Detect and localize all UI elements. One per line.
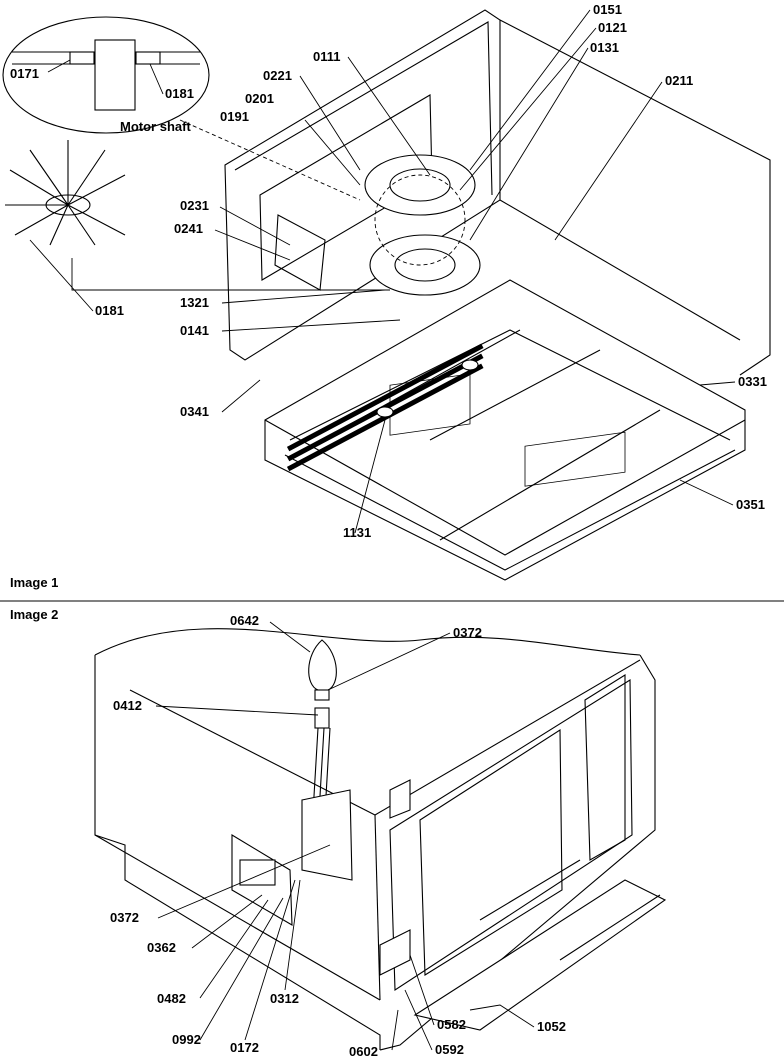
part-label: 0181 <box>165 86 194 101</box>
motor-shaft-label: Motor shaft <box>120 119 191 134</box>
part-label: 1131 <box>343 525 371 540</box>
part-label: 0241 <box>174 221 203 236</box>
part-label: 0181 <box>95 303 124 318</box>
part-label: 0211 <box>665 73 693 88</box>
light-bulb <box>308 639 337 701</box>
part-label: 0582 <box>437 1017 466 1032</box>
part-label: 0362 <box>147 940 176 955</box>
image2-title: Image 2 <box>10 607 58 622</box>
image2-labels: 0642 0372 0412 0372 0362 0482 0312 0992 … <box>10 607 566 1059</box>
part-label: 0171 <box>10 66 39 81</box>
part-label: 0412 <box>113 698 142 713</box>
image1-drawing <box>2 9 771 581</box>
part-label: 0172 <box>230 1040 259 1055</box>
cabinet-top-break <box>94 628 641 656</box>
part-label: 0141 <box>180 323 209 338</box>
part-label: 0341 <box>180 404 209 419</box>
part-label: 0482 <box>157 991 186 1006</box>
part-label: 0111 <box>313 49 341 64</box>
part-label: 1321 <box>180 295 209 310</box>
part-label: 0351 <box>736 497 765 512</box>
part-label: 0201 <box>245 91 274 106</box>
part-label: 0592 <box>435 1042 464 1057</box>
part-label: 0151 <box>593 2 622 17</box>
base-board <box>413 879 667 1031</box>
motor-shaft-inset <box>2 16 210 134</box>
part-label: 0221 <box>263 68 292 83</box>
part-label: 0312 <box>270 991 299 1006</box>
part-label: 0331 <box>738 374 767 389</box>
part-label: 0642 <box>230 613 259 628</box>
image2-drawing <box>94 628 667 1051</box>
part-label: 0372 <box>110 910 139 925</box>
part-label: 0602 <box>349 1044 378 1059</box>
part-label: 0992 <box>172 1032 201 1047</box>
part-label: 0121 <box>598 20 627 35</box>
base-tray <box>264 279 746 581</box>
part-label: 0131 <box>590 40 619 55</box>
part-label: 0231 <box>180 198 209 213</box>
lamp-socket <box>314 707 330 729</box>
part-label: 1052 <box>537 1019 566 1034</box>
fan-blade <box>5 140 126 246</box>
part-label: 0372 <box>453 625 482 640</box>
image1-labels: Motor shaft 0151 0121 0111 0131 0221 021… <box>10 2 767 590</box>
part-label: 0191 <box>220 109 249 124</box>
image1-title: Image 1 <box>10 575 58 590</box>
